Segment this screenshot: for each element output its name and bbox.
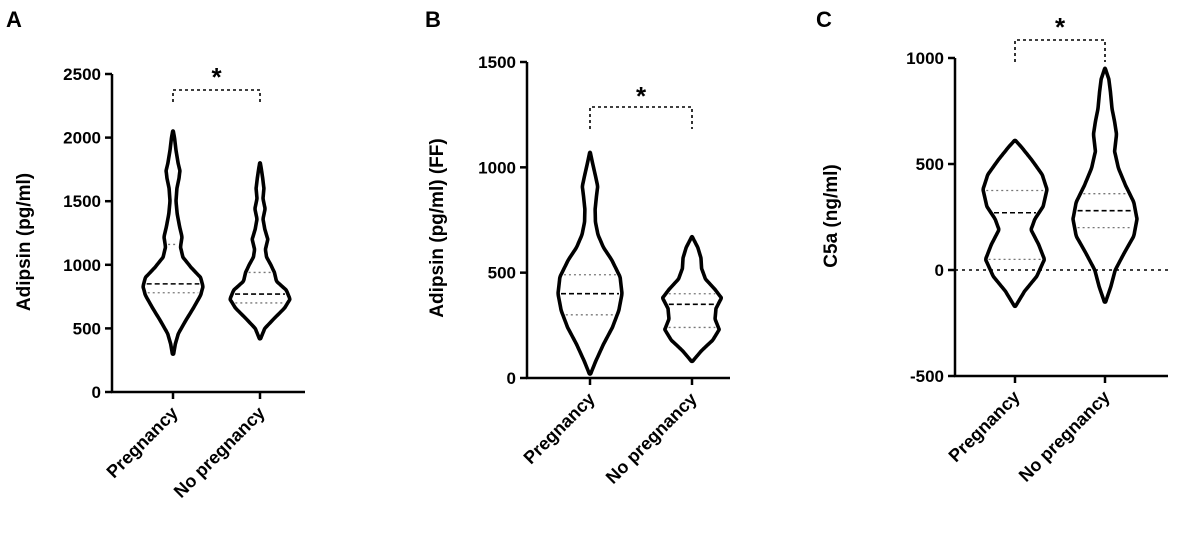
category-label: No pregnancy bbox=[170, 403, 269, 502]
y-tick-label: 500 bbox=[916, 155, 944, 174]
significance-bracket bbox=[172, 89, 261, 102]
y-tick-label: 1500 bbox=[63, 192, 101, 211]
violin-pregnancy bbox=[141, 129, 205, 356]
y-axis-label-b: Adipsin (pg/ml) (FF) bbox=[427, 138, 448, 317]
y-tick-label: 1500 bbox=[478, 53, 516, 72]
y-tick-label: 2500 bbox=[63, 65, 101, 84]
significance-bracket bbox=[1014, 39, 1106, 62]
y-tick-label: -500 bbox=[910, 367, 944, 386]
y-axis-label-a: Adipsin (pg/ml) bbox=[14, 173, 35, 311]
y-tick-label: 500 bbox=[488, 264, 516, 283]
y-tick-label: 1000 bbox=[906, 49, 944, 68]
y-tick-label: 500 bbox=[73, 319, 101, 338]
y-tick-label: 0 bbox=[507, 369, 516, 388]
panel-letter-c: C bbox=[816, 7, 832, 32]
category-label: Pregnancy bbox=[945, 387, 1024, 466]
violin-no-pregnancy bbox=[228, 161, 292, 341]
significance-star: * bbox=[1055, 12, 1066, 42]
significance-star: * bbox=[636, 81, 647, 111]
panel-letter-b: B bbox=[425, 7, 441, 32]
category-label: Pregnancy bbox=[520, 389, 599, 468]
y-tick-label: 0 bbox=[935, 261, 944, 280]
violin-no-pregnancy bbox=[1071, 66, 1139, 304]
y-tick-label: 0 bbox=[92, 383, 101, 402]
panel-b: B Adipsin (pg/ml) (FF) 0 500 1000 1500Pregn… bbox=[425, 7, 730, 488]
panel-a: A Adipsin (pg/ml) 0 500 1000 1500 2000 2500Pr… bbox=[6, 7, 305, 502]
violin-pregnancy bbox=[556, 150, 624, 376]
category-label: No pregnancy bbox=[1015, 387, 1114, 486]
y-tick-label: 1000 bbox=[63, 256, 101, 275]
significance-star: * bbox=[211, 62, 222, 92]
y-tick-label: 1000 bbox=[478, 158, 516, 177]
panel-letter-a: A bbox=[6, 7, 22, 32]
violin-no-pregnancy bbox=[660, 234, 724, 364]
y-axis-label-c: C5a (ng/ml) bbox=[821, 164, 842, 267]
category-label: Pregnancy bbox=[103, 403, 182, 482]
y-tick-label: 2000 bbox=[63, 129, 101, 148]
category-label: No pregnancy bbox=[602, 389, 701, 488]
significance-bracket bbox=[589, 106, 693, 129]
violin-pregnancy bbox=[981, 138, 1049, 309]
